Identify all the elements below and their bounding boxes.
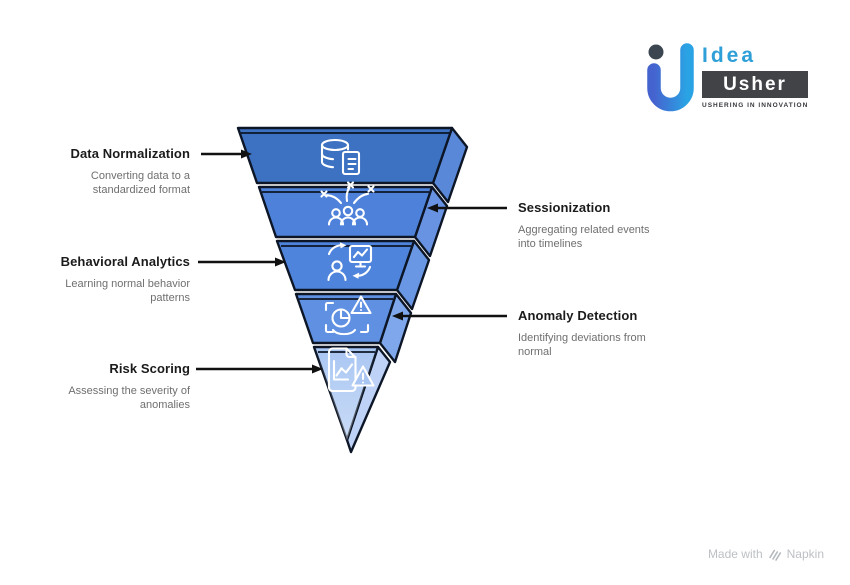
idea-usher-logo: Idea Usher USHERING IN INNOVATION [645, 42, 815, 116]
arrow-behavioral-analytics [198, 257, 286, 267]
connector-arrows [196, 149, 507, 374]
step-description: Assessing the severity of anomalies [68, 385, 190, 411]
step-title: Behavioral Analytics [60, 254, 190, 269]
step-title: Data Normalization [70, 146, 190, 161]
arrow-data-normalization [201, 149, 252, 159]
step-description: Learning normal behavior patterns [65, 278, 190, 304]
label-behavioral-analytics: Behavioral Analytics Learning normal beh… [0, 254, 190, 305]
label-anomaly-detection: Anomaly Detection Identifying deviations… [518, 308, 738, 359]
napkin-icon [768, 549, 781, 561]
step-title: Sessionization [518, 200, 611, 215]
step-title: Anomaly Detection [518, 308, 638, 323]
scan-alert-icon [324, 295, 372, 336]
arrow-anomaly-detection [392, 311, 507, 321]
label-data-normalization: Data Normalization Converting data to a … [0, 146, 190, 197]
step-description: Identifying deviations from normal [518, 332, 646, 358]
step-description: Converting data to a standardized format [90, 170, 190, 196]
logo-word-idea: Idea [702, 44, 757, 67]
funnel [236, 126, 469, 454]
segment-icons [320, 138, 375, 393]
logo-word-usher: Usher [702, 71, 808, 98]
logo-tagline: USHERING IN INNOVATION [702, 102, 809, 109]
crowd-events-icon [320, 181, 375, 226]
user-monitor-sync-icon [327, 242, 373, 282]
napkin-brand-text: Napkin [786, 547, 824, 561]
step-title: Risk Scoring [109, 361, 190, 376]
arrow-risk-scoring [196, 364, 323, 374]
step-description: Aggregating related events into timeline… [518, 224, 650, 250]
label-sessionization: Sessionization Aggregating related event… [518, 200, 738, 251]
made-with-text: Made with [707, 547, 763, 561]
idea-usher-monogram-icon [647, 43, 694, 112]
arrow-sessionization [427, 203, 507, 213]
funnel-segment-2 [257, 185, 434, 239]
napkin-credit[interactable]: Made with Napkin [708, 547, 824, 561]
label-risk-scoring: Risk Scoring Assessing the severity of a… [0, 361, 190, 412]
database-document-icon [320, 138, 361, 176]
funnel-segment-3 [275, 239, 416, 292]
report-risk-icon [327, 347, 375, 393]
